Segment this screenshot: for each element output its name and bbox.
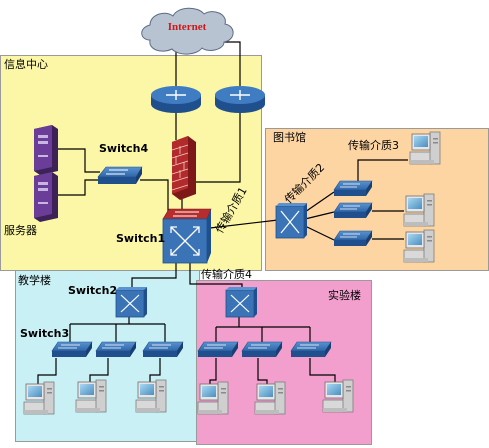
switch4-label: Switch4: [99, 142, 149, 155]
library-switch-1-icon: [333, 180, 373, 196]
teaching-pc-3-icon: [135, 379, 167, 413]
internet-cloud-icon: [141, 7, 234, 55]
servers-label: 服务器: [4, 224, 37, 237]
lab-pc-2-icon: [254, 381, 286, 415]
switch3-label: Switch3: [20, 327, 70, 340]
switch4-icon: [97, 166, 143, 184]
switch1-icon: [162, 208, 212, 264]
region-label-info-center: 信息中心: [4, 58, 48, 71]
switch3-icon: [51, 341, 93, 357]
teaching-switch-2-icon: [95, 341, 137, 357]
teaching-pc-1-icon: [23, 381, 55, 415]
library-switch-3-icon: [333, 230, 373, 246]
lab-core-switch-icon: [225, 287, 257, 318]
server-top-icon: [34, 125, 58, 175]
firewall-icon: [171, 136, 196, 200]
medium3-label: 传输介质3: [348, 139, 399, 152]
lab-pc-1-icon: [197, 381, 229, 415]
switch1-label: Switch1: [116, 232, 166, 245]
region-label-teaching: 教学楼: [18, 274, 51, 287]
lab-pc-3-icon: [322, 379, 354, 413]
library-switch-2-icon: [333, 202, 373, 218]
library-pc-3-icon: [403, 229, 435, 263]
teaching-switch-3-icon: [142, 341, 184, 357]
router-left-icon: [151, 86, 201, 113]
internet-label: Internet: [168, 21, 207, 33]
region-label-library: 图书馆: [273, 131, 306, 144]
lab-switch-3-icon: [290, 341, 332, 357]
medium4-label: 传输介质4: [201, 268, 252, 281]
region-label-lab: 实验楼: [328, 289, 361, 302]
lab-switch-1-icon: [197, 341, 239, 357]
cabling: [37, 41, 408, 386]
library-pc-1-icon: [409, 131, 441, 165]
library-hub-icon: [275, 203, 307, 239]
switch2-icon: [115, 287, 147, 318]
teaching-pc-2-icon: [75, 379, 107, 413]
region-lab: [196, 280, 372, 445]
region-library: [265, 128, 489, 271]
lab-switch-2-icon: [241, 341, 283, 357]
router-right-icon: [215, 86, 265, 113]
library-pc-2-icon: [403, 193, 435, 227]
switch2-label: Switch2: [68, 284, 118, 297]
server-bottom-icon: [34, 172, 58, 222]
